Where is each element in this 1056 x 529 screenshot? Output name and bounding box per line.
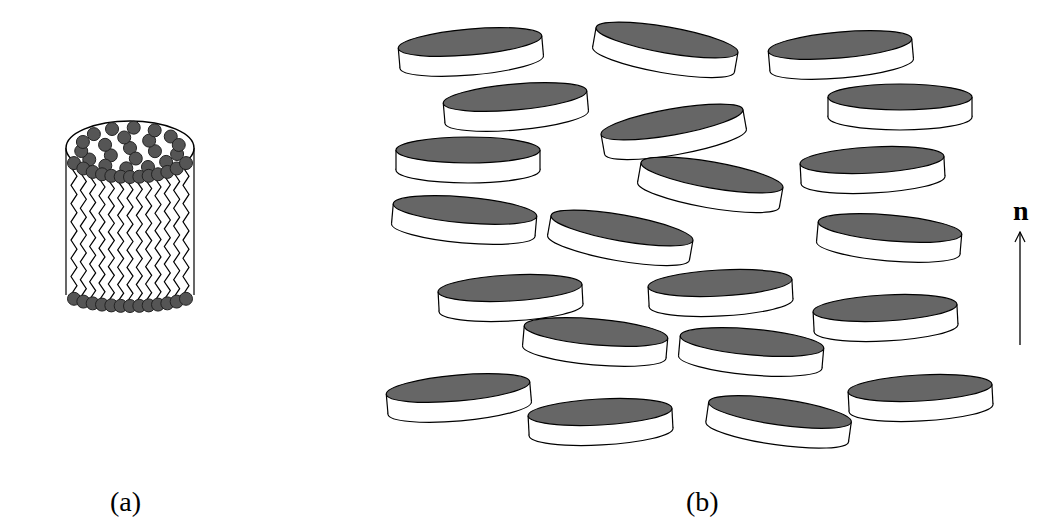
discotic-phase [385,15,993,455]
director-arrow [1019,232,1020,345]
panel-label: (b) [686,488,719,516]
micelle-drawing [66,121,194,313]
director-label: n [1013,197,1029,225]
panel-label: (a) [110,488,141,516]
